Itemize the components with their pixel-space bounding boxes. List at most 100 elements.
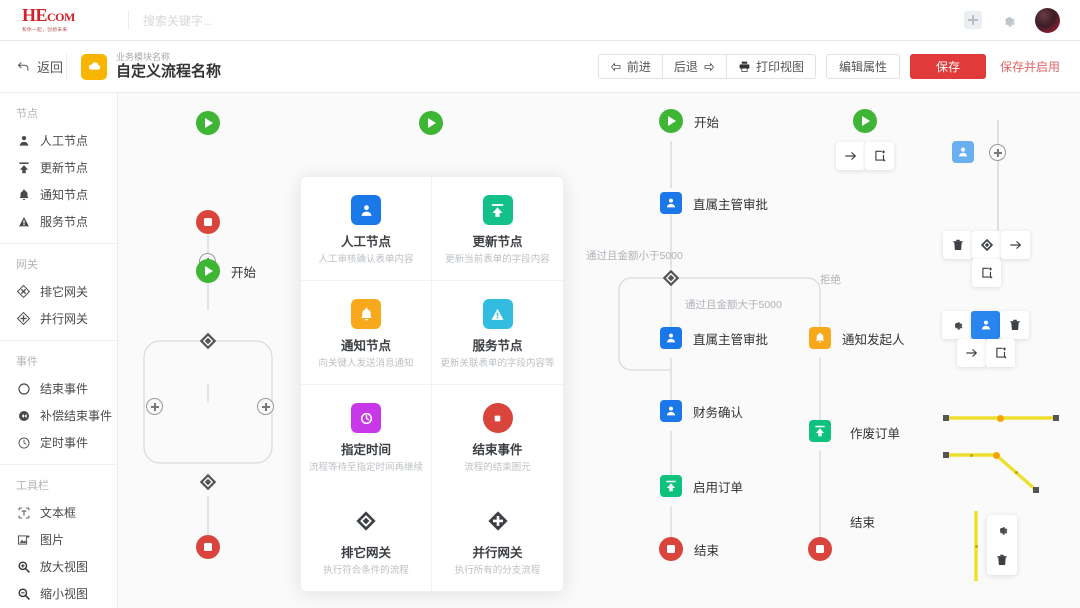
left-start-event[interactable] [196,111,220,135]
flow-node-notify-initiator[interactable]: 通知发起人 [809,327,905,349]
picker-cell-timer[interactable]: 指定时间 流程等待至指定时间再继续 [301,385,432,488]
flow-node-finance-confirm[interactable]: 财务确认 [660,400,743,422]
trash-icon[interactable] [987,545,1017,575]
sidebar-item-label: 补偿结束事件 [40,409,113,423]
edit-properties-label: 编辑属性 [838,60,887,74]
start-event-icon [853,109,877,133]
add-node-button-right[interactable] [989,144,1006,161]
sidebar-item-end-event[interactable]: 结束事件 [0,375,117,402]
picker-cell-notify-node[interactable]: 通知节点 向关键人发送消息通知 [301,281,432,385]
sidebar-item-exclusive-gateway[interactable]: 排它网关 [0,278,117,305]
parallel-gateway-top[interactable] [199,332,217,350]
gear-icon[interactable] [942,311,971,339]
avatar[interactable] [1035,7,1060,33]
sidebar-item-user-node[interactable]: 人工节点 [0,127,117,154]
context-toolbar-2-row2[interactable] [972,259,1001,287]
sidebar-item-label: 图片 [40,533,65,547]
arrow-right-icon[interactable] [957,339,986,367]
connector-midpoint[interactable] [997,414,1004,422]
context-toolbar-1[interactable] [836,142,894,170]
gear-icon[interactable] [1000,12,1017,29]
left-start-event-2[interactable]: 开始 [196,259,256,283]
context-toolbar-4[interactable] [987,515,1017,575]
connector-handle[interactable] [1033,487,1039,493]
sidebar-item-zoom-in[interactable]: 放大视图 [0,553,117,580]
exclusive-gateway-icon [16,284,31,299]
back-label: 返回 [37,60,64,75]
forward-button[interactable]: 前进 [599,55,663,78]
connector-waypoint[interactable] [974,545,978,548]
picker-cell-user-node[interactable]: 人工节点 人工审核确认表单内容 [301,177,432,281]
print-button[interactable]: 打印视图 [727,55,815,78]
arrow-up-icon [482,195,513,225]
picker-cell-exclusive-gateway[interactable]: 排它网关 执行符合条件的流程 [301,488,432,591]
gateway-icon[interactable] [972,231,1001,259]
left-end-event[interactable] [196,210,220,234]
demo-start-event[interactable] [853,109,877,133]
flow-node-enable-order[interactable]: 启用订单 [660,475,743,497]
sidebar-item-label: 排它网关 [40,285,89,299]
sidebar-item-parallel-gateway[interactable]: 并行网关 [0,305,117,332]
add-shape-icon[interactable] [986,339,1015,367]
left-end-event-2[interactable] [196,535,220,559]
arrow-right-icon[interactable] [1001,231,1030,259]
forward-label: 前进 [626,60,651,74]
flow-node-end-branch[interactable] [808,537,832,561]
sidebar-item-update-node[interactable]: 更新节点 [0,154,117,181]
brand-logo[interactable]: HECOM 和你一起，创想未来 [0,6,120,34]
start-event-icon [196,111,220,135]
picker-cell-parallel-gateway[interactable]: 并行网关 执行所有的分支流程 [432,488,563,591]
picker-cell-update-node[interactable]: 更新节点 更新当前表单的字段内容 [432,177,563,281]
user-icon [351,195,381,225]
parallel-gateway-bottom[interactable] [199,473,217,491]
back-button[interactable]: 返回 [0,57,66,76]
picker-cell-end-event[interactable]: 结束事件 流程的结束图元 [432,385,563,488]
flow-node-end-main[interactable]: 结束 [659,537,719,561]
sidebar-item-image[interactable]: 图片 [0,526,117,553]
add-branch-button-left[interactable] [146,398,163,415]
flow-node-void-order[interactable] [809,420,831,442]
sidebar-item-service-node[interactable]: 服务节点 [0,208,117,235]
save-and-enable-button[interactable]: 保存并启用 [996,58,1064,75]
add-branch-button-right[interactable] [257,398,274,415]
sidebar-item-timer-event[interactable]: 定时事件 [0,429,117,456]
backward-button[interactable]: 后退 [663,55,727,78]
save-and-enable-label: 保存并启用 [999,60,1060,74]
trash-icon[interactable] [1000,311,1029,339]
context-toolbar-3-row2[interactable] [957,339,1015,367]
sidebar-item-notify-node[interactable]: 通知节点 [0,181,117,208]
connector-handle[interactable] [943,452,949,458]
user-icon[interactable] [971,311,1000,339]
connector-waypoint[interactable] [970,453,973,457]
middle-start-event[interactable] [419,111,443,135]
search-input[interactable]: 搜索关键字... [143,13,214,28]
sidebar-section-gateways: 网关 排它网关 并行网关 [0,244,117,341]
connector-waypoint[interactable] [1015,471,1018,474]
flow-node-manager-approve-2[interactable]: 直属主管审批 [660,327,768,349]
connector-midpoint[interactable] [993,451,1000,459]
arrow-right-icon[interactable] [836,142,865,170]
add-shape-icon[interactable] [865,142,894,170]
gear-icon[interactable] [987,515,1017,545]
save-button[interactable]: 保存 [909,54,986,79]
connector-handle[interactable] [1053,415,1059,421]
demo-user-node[interactable] [952,141,974,163]
sidebar-item-compensate-end-event[interactable]: 补偿结束事件 [0,402,117,429]
exclusive-gateway-main[interactable] [662,269,680,287]
node-picker-panel[interactable]: 人工节点 人工审核确认表单内容 更新节点 更新当前表单的字段内容 通知节点 向关… [300,176,564,592]
sidebar-item-zoom-out[interactable]: 缩小视图 [0,580,117,607]
flow-canvas[interactable]: 开始 人工节点 [118,93,1080,608]
add-shape-icon[interactable] [972,259,1001,287]
context-toolbar-2[interactable] [943,231,1030,259]
add-icon[interactable] [964,11,982,29]
sidebar-item-label: 服务节点 [40,215,89,229]
sidebar-item-textbox[interactable]: 文本框 [0,499,117,526]
context-toolbar-3[interactable] [942,311,1029,339]
picker-cell-service-node[interactable]: 服务节点 更新关联表单的字段内容等 [432,281,563,385]
trash-icon[interactable] [943,231,972,259]
connector-handle[interactable] [943,415,949,421]
flow-node-manager-approve-1[interactable]: 直属主管审批 [660,192,768,214]
edit-properties-button[interactable]: 编辑属性 [825,54,900,79]
flow-node-start[interactable]: 开始 [659,109,719,133]
sidebar-item-label: 文本框 [40,506,77,520]
